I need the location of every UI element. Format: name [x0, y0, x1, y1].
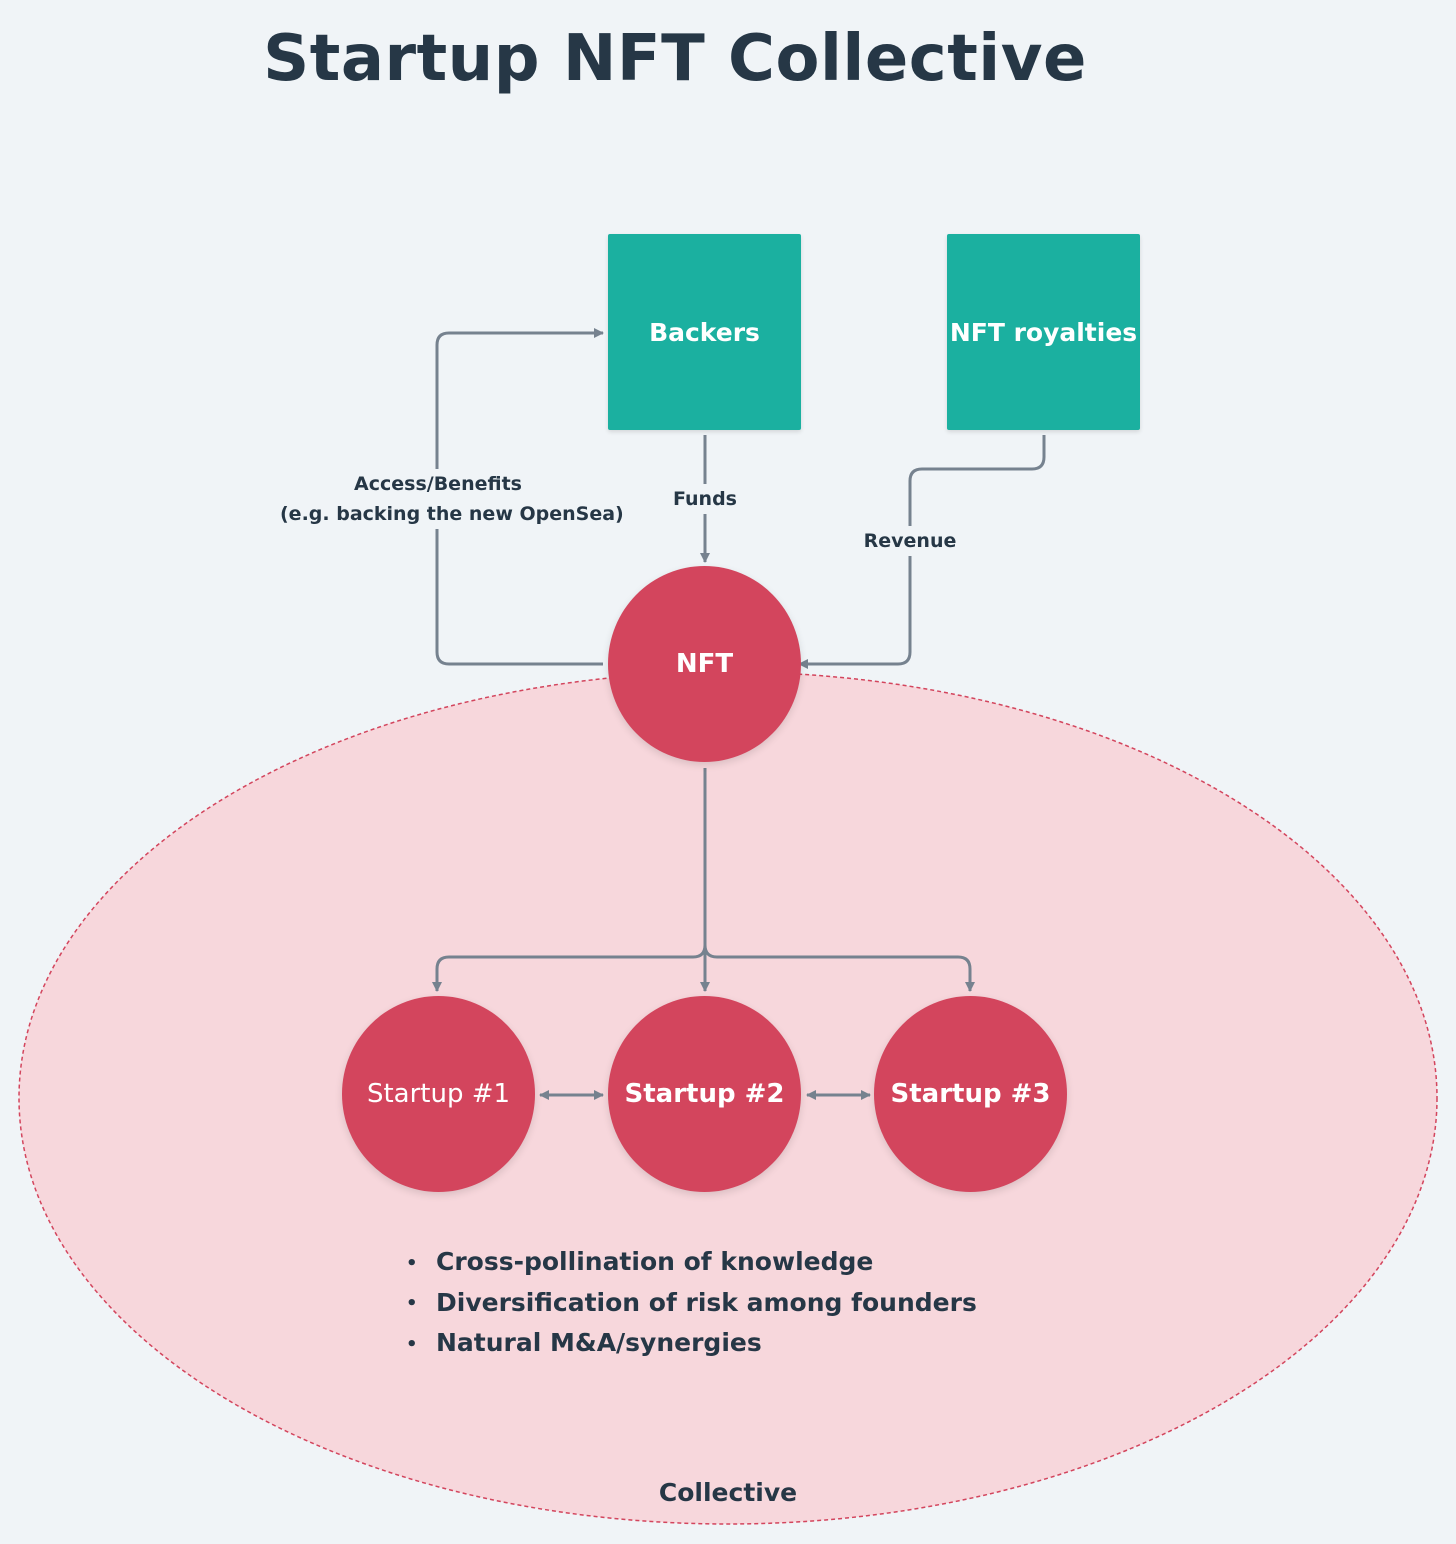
backers-node: Backers	[608, 234, 801, 430]
nft-node: NFT	[608, 566, 801, 762]
edge-label-access-benefits-example: (e.g. backing the new OpenSea)	[280, 503, 624, 525]
page-title: Startup NFT Collective	[263, 22, 1087, 96]
bullet-icon: •	[406, 1333, 418, 1355]
connector-to-startup-3	[703, 944, 975, 992]
benefit-text: Cross-pollination of knowledge	[436, 1247, 874, 1276]
edge-label-access-benefits: Access/Benefits (e.g. backing the new Op…	[280, 469, 624, 529]
benefit-text: Diversification of risk among founders	[436, 1287, 977, 1317]
collective-label: Collective	[658, 1478, 798, 1507]
bullet-icon: •	[406, 1293, 418, 1314]
startup-1-node: Startup #1	[342, 996, 535, 1192]
edge-label-revenue: Revenue	[863, 526, 957, 556]
edge-label-access-benefits-title: Access/Benefits	[354, 473, 522, 495]
benefit-item: • Cross-pollination of knowledge	[406, 1242, 977, 1283]
edge-label-funds: Funds	[668, 484, 742, 514]
startup-3-node: Startup #3	[874, 996, 1067, 1192]
connector-revenue	[798, 435, 1046, 669]
bullet-icon: •	[406, 1252, 418, 1274]
benefits-list: • Cross-pollination of knowledge • Diversi…	[406, 1242, 977, 1364]
benefit-text: Natural M&A/synergies	[436, 1328, 762, 1357]
benefit-item: • Natural M&A/synergies	[406, 1323, 977, 1364]
startup-2-node: Startup #2	[608, 996, 801, 1192]
benefit-item: • Diversification of risk among founders	[406, 1283, 977, 1324]
nft-royalties-node: NFT royalties	[947, 234, 1140, 430]
